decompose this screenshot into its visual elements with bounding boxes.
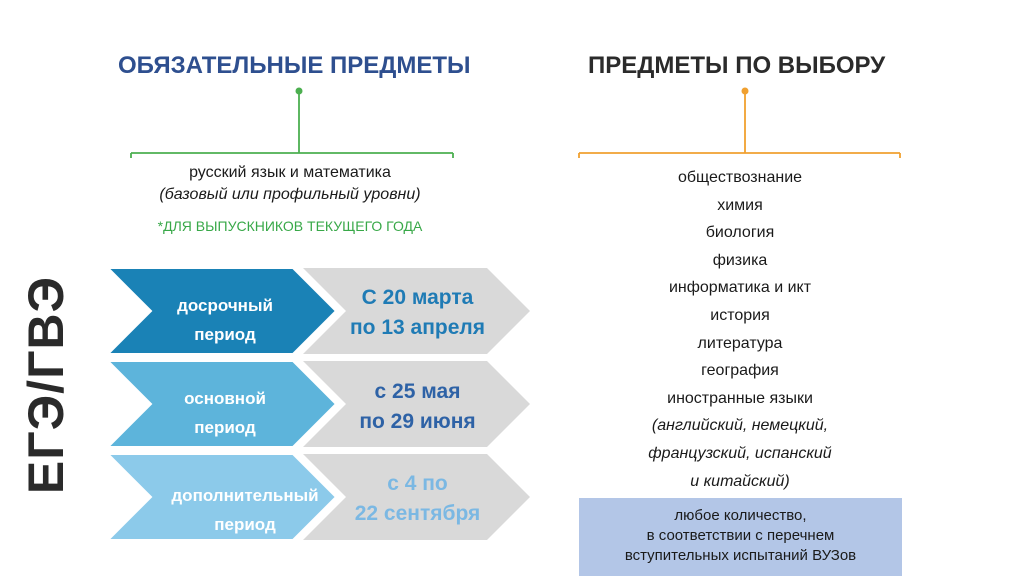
list-item: (английский, немецкий, bbox=[651, 417, 829, 435]
period-chevron-early bbox=[105, 267, 338, 355]
period-chevron-main bbox=[105, 360, 338, 448]
date-chevron-early bbox=[303, 268, 530, 354]
mandatory-bracket bbox=[130, 87, 454, 158]
elective-subjects-list: обществознание химия биология физика инф… bbox=[600, 164, 880, 495]
list-item: история bbox=[710, 306, 770, 324]
mandatory-levels-text: (базовый или профильный уровни) bbox=[159, 186, 421, 203]
date-chevron-additional bbox=[303, 454, 530, 540]
period-label-additional: дополнительный период bbox=[171, 486, 319, 534]
period-chevron-additional bbox=[105, 453, 338, 541]
list-item: французский, испанский bbox=[648, 444, 832, 462]
list-item: физика bbox=[712, 251, 768, 269]
list-item: и китайский) bbox=[690, 472, 790, 490]
quantity-note-box bbox=[579, 498, 902, 576]
mandatory-subjects-text: русский язык и математика bbox=[189, 164, 391, 181]
quantity-note-text: любое количество, в соответствии с переч… bbox=[624, 507, 857, 564]
list-item: обществознание bbox=[677, 169, 803, 186]
graduates-note: *ДЛЯ ВЫПУСКНИКОВ ТЕКУЩЕГО ГОДА bbox=[157, 218, 423, 234]
elective-bracket bbox=[578, 87, 901, 158]
dates-additional: с 4 по 22 сентября bbox=[354, 472, 481, 525]
dates-early: С 20 марта по 13 апреля bbox=[349, 286, 485, 339]
list-item: химия bbox=[717, 196, 763, 214]
dates-main: с 25 мая по 29 июня bbox=[359, 380, 476, 433]
list-item: география bbox=[701, 362, 779, 380]
elective-subjects-heading: ПРЕДМЕТЫ ПО ВЫБОРУ bbox=[588, 52, 886, 79]
mandatory-subjects-heading: ОБЯЗАТЕЛЬНЫЕ ПРЕДМЕТЫ bbox=[118, 52, 471, 79]
period-label-main: основной период bbox=[184, 389, 266, 437]
date-chevron-main bbox=[303, 361, 530, 447]
list-item: литература bbox=[697, 334, 783, 352]
list-item: иностранные языки bbox=[667, 389, 813, 407]
list-item: биология bbox=[705, 224, 775, 242]
period-label-early: досрочный период bbox=[177, 296, 273, 344]
list-item: информатика и икт bbox=[668, 279, 812, 297]
